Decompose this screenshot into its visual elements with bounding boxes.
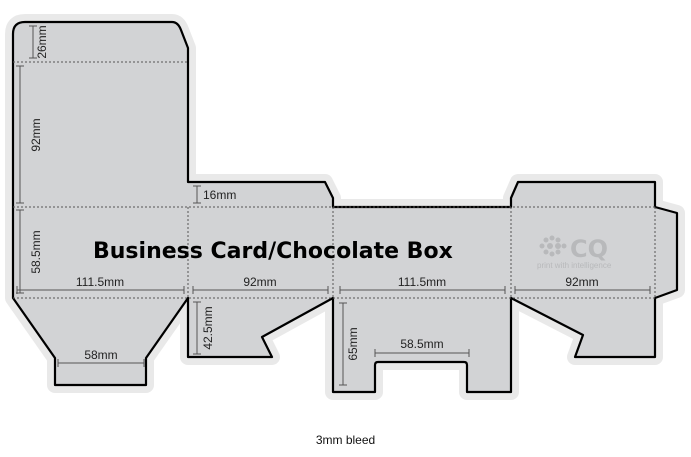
svg-text:CQ: CQ: [570, 235, 608, 263]
dim-bottom-flap: 58mm: [84, 348, 117, 362]
diagram-title: Business Card/Chocolate Box: [93, 239, 453, 264]
dim-side-height: 58.5mm: [29, 230, 43, 273]
dim-dust-flap: 42.5mm: [201, 306, 215, 349]
dim-lid: 92mm: [29, 118, 43, 151]
cq-logo: CQ print with intelligence: [537, 235, 612, 270]
bleed-caption: 3mm bleed: [315, 433, 376, 447]
dim-panel2: 92mm: [243, 275, 276, 289]
dim-base-flap: 65mm: [346, 327, 360, 360]
dim-tuck-tab: 16mm: [203, 188, 236, 202]
dim-panel1: 111.5mm: [76, 275, 124, 289]
dim-panel4: 92mm: [565, 275, 598, 289]
dim-base-notch: 58.5mm: [400, 337, 443, 351]
dim-panel3: 111.5mm: [398, 275, 446, 289]
dim-top-flap: 26mm: [35, 25, 49, 58]
svg-text:print with intelligence: print with intelligence: [537, 261, 612, 270]
dimension-lines: [16, 25, 651, 386]
fold-lines: [13, 61, 656, 299]
cq-dots-icon: [539, 235, 567, 257]
